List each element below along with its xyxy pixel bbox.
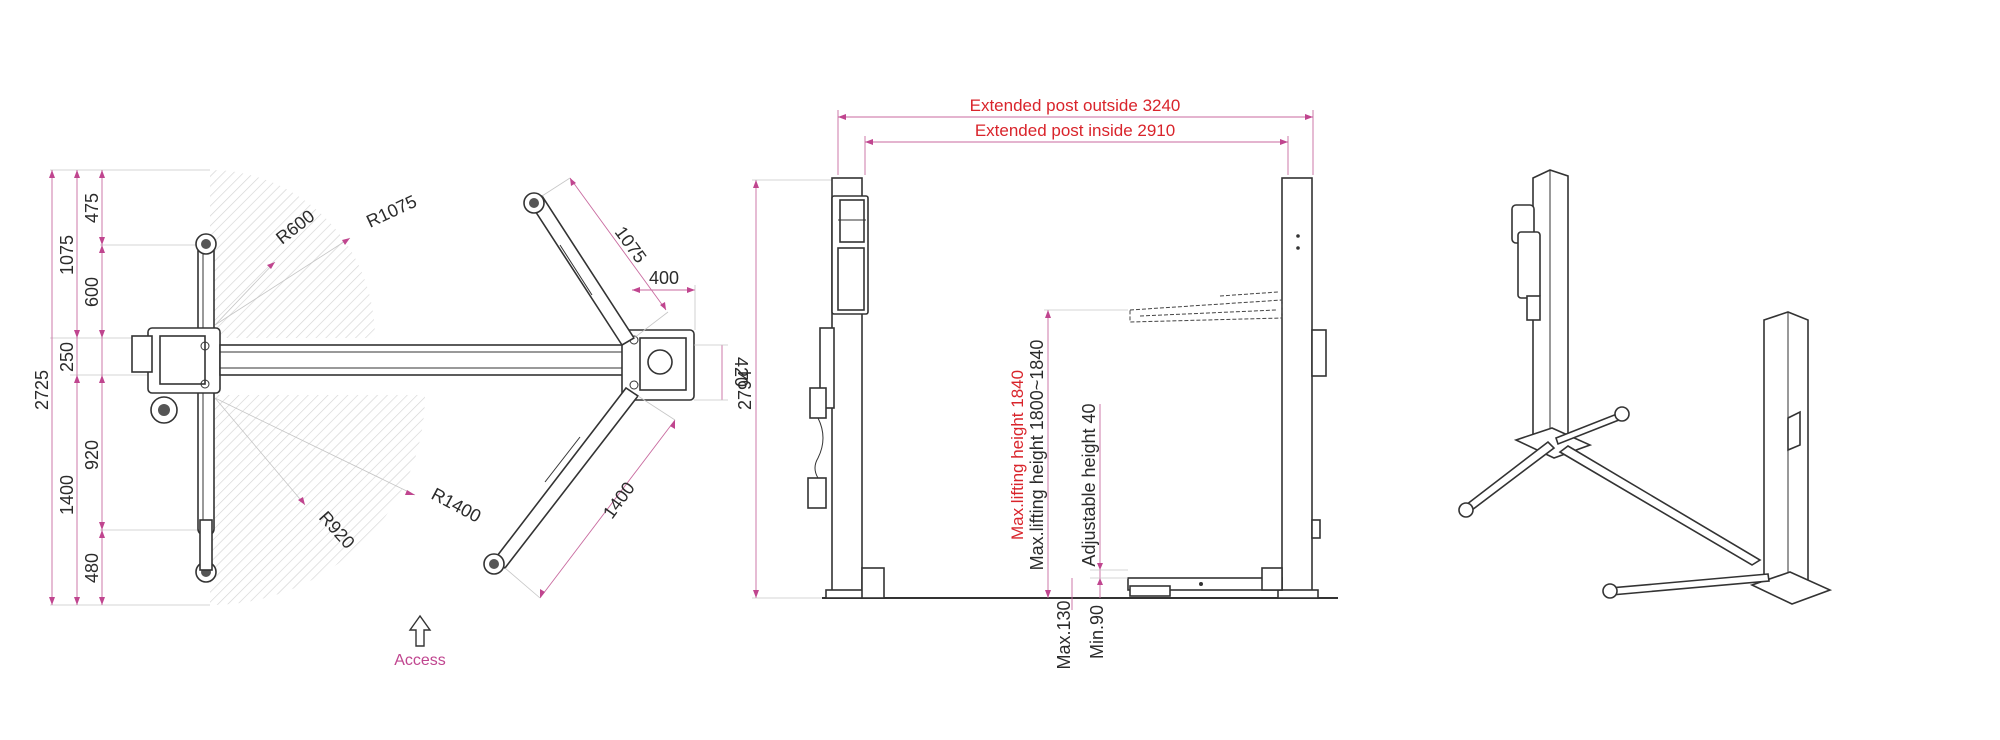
swing-dim-420: 420 bbox=[731, 357, 751, 387]
iso-front-arms bbox=[1602, 573, 1770, 599]
radius-r1400: R1400 bbox=[428, 484, 484, 527]
extended-post-outside-label: Extended post outside 3240 bbox=[970, 96, 1181, 115]
raised-arm-outline bbox=[1129, 291, 1283, 323]
dim-600: 600 bbox=[82, 277, 102, 307]
iso-front-post bbox=[1749, 311, 1833, 605]
lowered-arm bbox=[1127, 567, 1283, 597]
dim-1400: 1400 bbox=[57, 475, 77, 515]
swing-dim-400: 400 bbox=[649, 268, 679, 288]
low-height-min-90: Min.90 bbox=[1087, 605, 1107, 659]
swing-dim-1075: 1075 bbox=[611, 223, 651, 267]
front-view: Extended post outside 3240 Extended post… bbox=[735, 96, 1338, 670]
overall-height-2794: 2794 bbox=[735, 370, 755, 410]
access-arrow bbox=[408, 614, 432, 647]
swing-zone-upper bbox=[210, 170, 375, 338]
extended-post-inside-label: Extended post inside 2910 bbox=[975, 121, 1175, 140]
lower-swing-arm bbox=[483, 386, 640, 575]
base-crossbeam bbox=[219, 344, 631, 376]
iso-back-arms bbox=[1458, 406, 1630, 518]
low-height-max-130: Max.130 bbox=[1054, 600, 1074, 669]
adjustable-height-40: Adjustable height 40 bbox=[1079, 403, 1099, 566]
isometric-view bbox=[1458, 169, 1833, 605]
plan-view: 2725 1075 475 600 250 920 1400 480 R600 … bbox=[32, 169, 631, 669]
radius-r1075: R1075 bbox=[363, 191, 420, 232]
iso-crossbeam bbox=[1558, 445, 1762, 566]
max-lifting-height-range: Max.lifting height 1800~1840 bbox=[1027, 340, 1047, 571]
right-post bbox=[1277, 177, 1327, 599]
upper-swing-arm bbox=[523, 192, 636, 347]
dim-2725: 2725 bbox=[32, 370, 52, 410]
iso-back-post bbox=[1511, 169, 1593, 459]
left-post-arms bbox=[131, 233, 221, 583]
swing-view: 1075 400 1400 420 bbox=[483, 177, 751, 599]
dim-250: 250 bbox=[57, 342, 77, 372]
swing-dim-1400: 1400 bbox=[599, 478, 639, 522]
left-post bbox=[807, 177, 885, 599]
dim-475: 475 bbox=[82, 193, 102, 223]
dim-920: 920 bbox=[82, 440, 102, 470]
swing-zone-lower bbox=[210, 395, 425, 605]
dim-480: 480 bbox=[82, 553, 102, 583]
dim-1075: 1075 bbox=[57, 235, 77, 275]
max-lifting-height-red: Max.lifting height 1840 bbox=[1008, 370, 1027, 540]
access-label: Access bbox=[394, 652, 446, 669]
